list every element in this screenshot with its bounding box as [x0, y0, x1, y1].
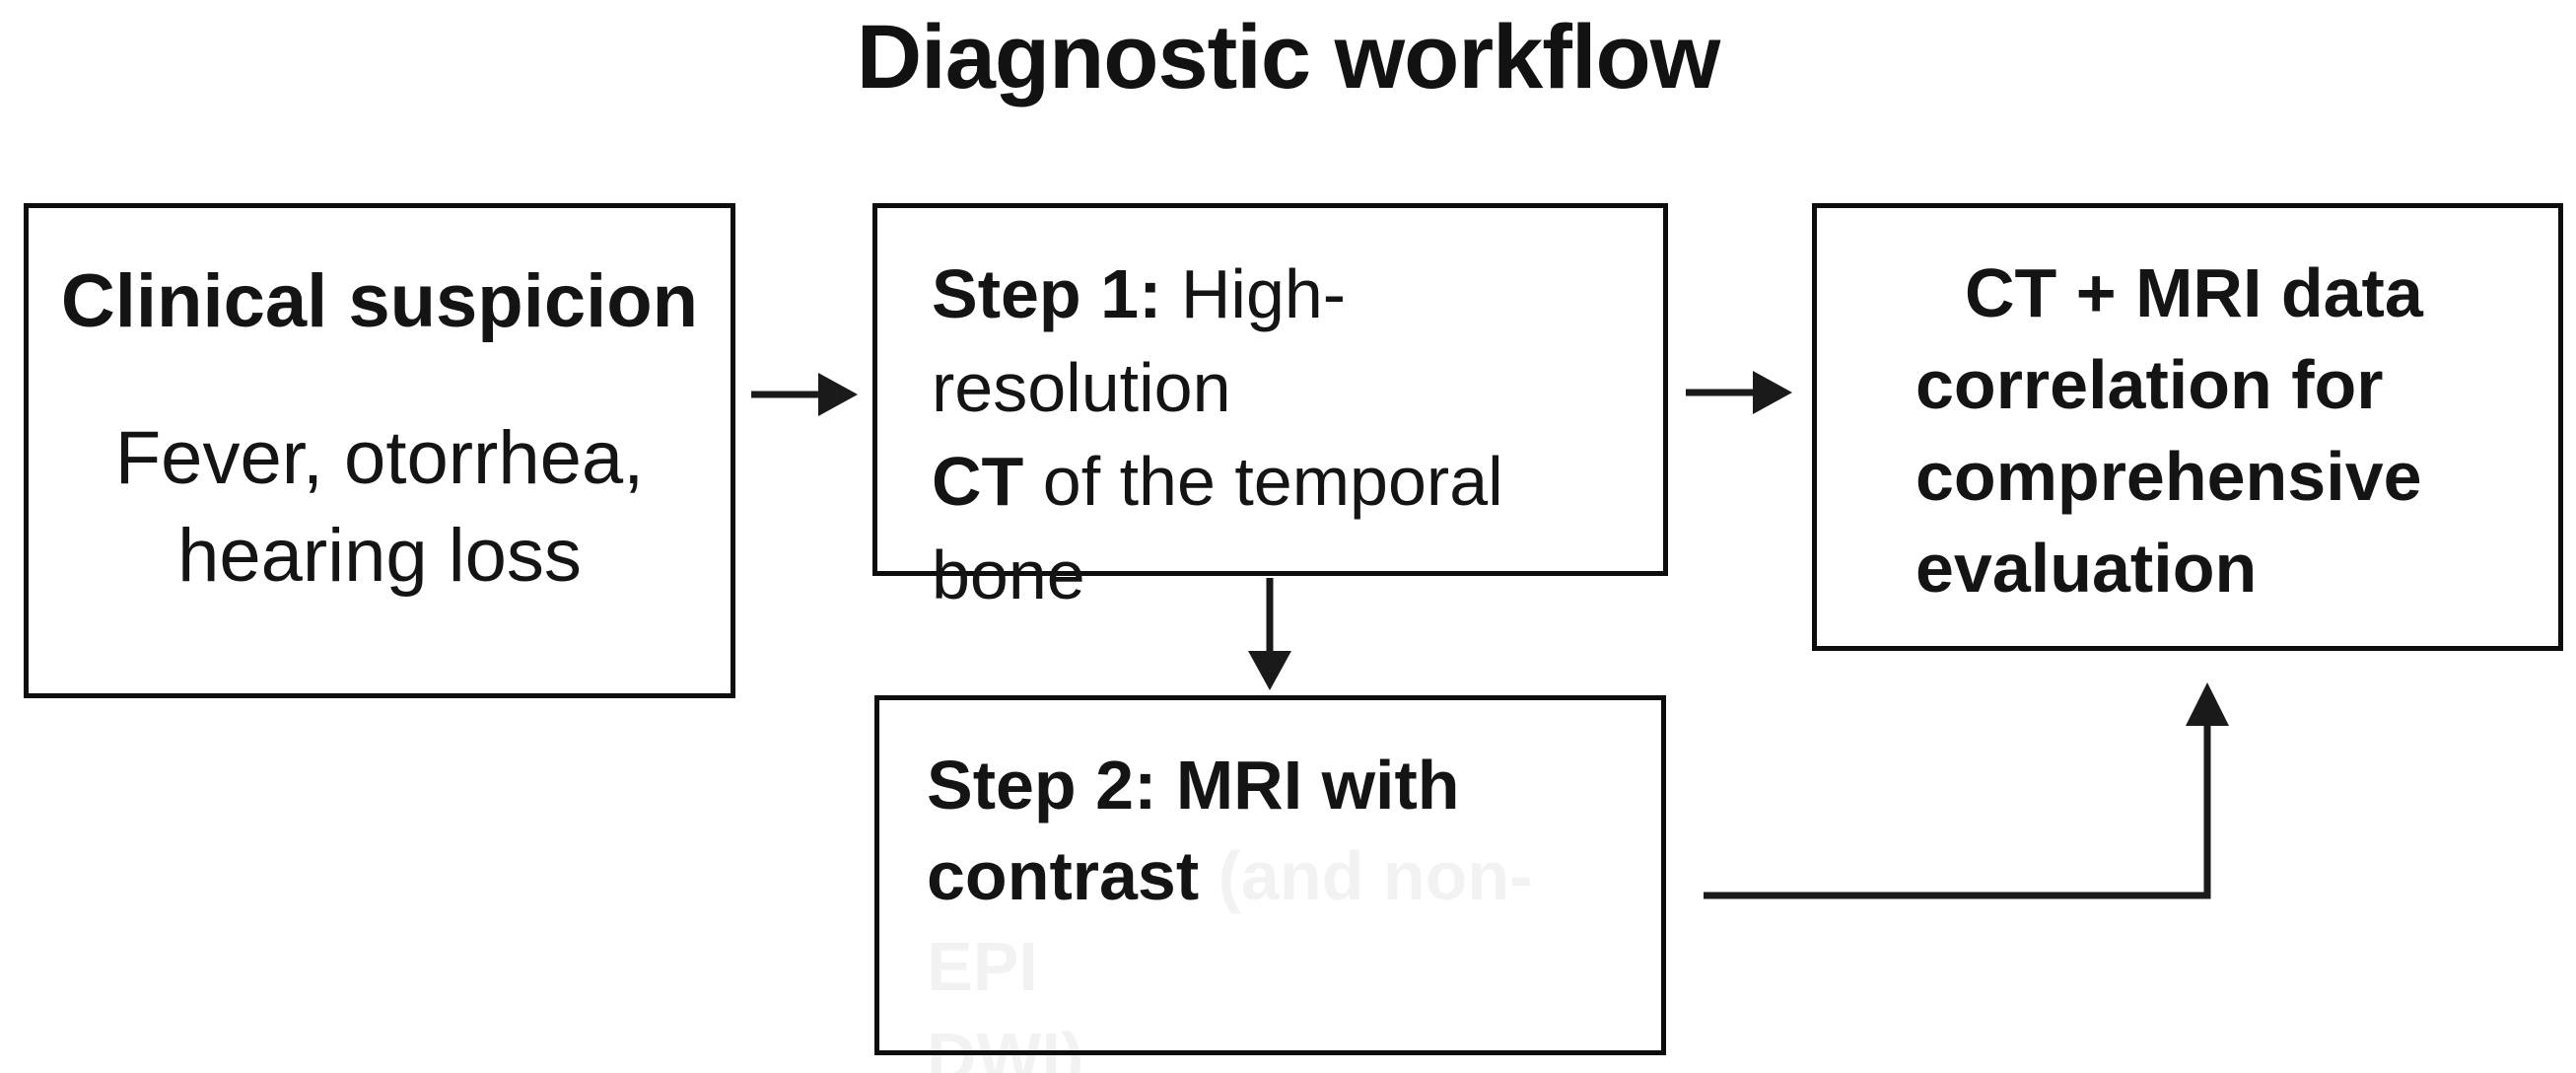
step1-ct-bold: CT — [932, 443, 1024, 520]
step2-line1-rest: MRI with — [1156, 747, 1460, 823]
arrow-right-head-icon — [1753, 371, 1792, 414]
step2-line2: contrast (and non-EPI — [927, 830, 1641, 1012]
arrow-right-head-icon — [818, 373, 858, 416]
step1-line1: Step 1: High-resolution — [932, 248, 1643, 435]
clinical-suspicion-heading: Clinical suspicion — [60, 259, 699, 343]
step1-ct-box: Step 1: High-resolution CT of the tempor… — [872, 203, 1668, 613]
step1-line3: bone — [932, 536, 1085, 613]
step1-line1-rest: High-resolution — [932, 255, 1347, 426]
step1-line2: CT of the temporal — [932, 435, 1643, 529]
step2-mri-box: Step 2: MRI with contrast (and non-EPI D… — [874, 695, 1666, 1073]
clinical-suspicion-box: Clinical suspicion Fever, otorrhea, hear… — [24, 203, 735, 698]
step1-label: Step 1: — [932, 255, 1162, 332]
arrow-down-head-icon — [1248, 651, 1291, 690]
arrow-clinical-to-step1 — [751, 373, 858, 416]
step2-ghost-erased-text-line3: DWI) — [927, 1019, 1084, 1073]
arrow-step2-to-correlation — [1704, 682, 2229, 899]
diagram-title: Diagnostic workflow — [856, 7, 1721, 107]
step2-line1: Step 2: MRI with — [927, 740, 1641, 830]
step2-contrast: contrast — [927, 837, 1200, 914]
arrow-up-head-icon — [2186, 682, 2229, 726]
clinical-symptoms-line2: hearing loss — [177, 514, 582, 598]
clinical-symptoms-line1: Fever, otorrhea, — [114, 416, 645, 500]
result-line2: correlation for — [1915, 346, 2384, 423]
step2-ghost-erased-text-line2: (and non-EPI — [927, 837, 1533, 1005]
result-line3: comprehensive — [1915, 438, 2422, 515]
step2-label: Step 2: — [927, 747, 1157, 823]
result-line4: evaluation — [1915, 530, 2258, 607]
result-line1: CT + MRI data — [1965, 254, 2423, 331]
ct-mri-correlation-box: CT + MRI data correlation for comprehens… — [1812, 203, 2563, 651]
arrow-step1-to-correlation — [1686, 371, 1792, 414]
step1-line2-rest: of the temporal — [1023, 443, 1503, 520]
